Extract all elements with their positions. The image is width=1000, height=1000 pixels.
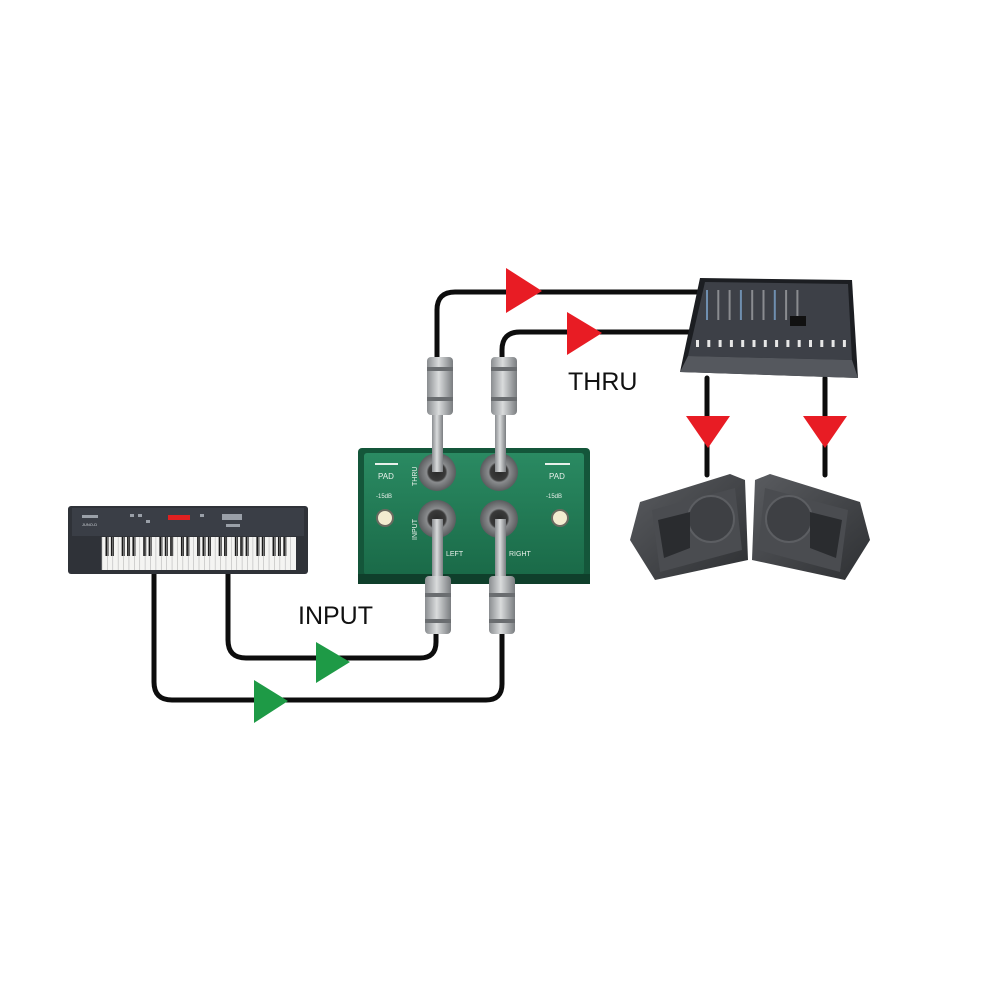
input-label: INPUT <box>298 602 373 630</box>
black-key <box>240 537 244 556</box>
fader <box>763 340 767 347</box>
right-pad-value: -15dB <box>546 494 562 500</box>
plug-thru-left <box>427 357 453 415</box>
black-key <box>180 537 184 556</box>
channel-strip <box>785 290 788 320</box>
black-keys <box>105 537 287 556</box>
mixer-channels <box>696 290 846 347</box>
speaker-right <box>752 474 870 580</box>
black-key <box>170 537 174 556</box>
fader <box>729 340 733 347</box>
connectors <box>425 357 517 634</box>
channel-strip <box>796 290 799 320</box>
black-key <box>110 537 114 556</box>
keyboard-model: JUNO-D <box>82 522 97 527</box>
black-key <box>277 537 281 556</box>
left-bottom-label: LEFT <box>446 551 464 558</box>
fader <box>718 340 722 347</box>
black-key <box>283 537 287 556</box>
black-key <box>202 537 206 556</box>
black-key <box>224 537 228 556</box>
black-key <box>186 537 190 556</box>
input-arrow-icon <box>316 642 350 683</box>
plug-input-right <box>489 576 515 634</box>
thru-label: THRU <box>568 368 637 396</box>
fader <box>842 340 846 347</box>
fader <box>797 340 801 347</box>
black-key <box>218 537 222 556</box>
speaker-arrow-icon <box>686 416 730 448</box>
channel-strip <box>762 290 765 320</box>
black-key <box>272 537 276 556</box>
fader <box>707 340 711 347</box>
right-pad-button[interactable] <box>551 509 569 527</box>
black-key <box>132 537 136 556</box>
plug-input-left <box>425 576 451 634</box>
left-pad-label: PAD <box>378 472 394 481</box>
channel-strip <box>706 290 708 320</box>
black-key <box>105 537 109 556</box>
keyboard-synth: JUNO-D <box>68 506 308 574</box>
fader <box>786 340 790 347</box>
input-side-label: INPUT <box>412 518 419 540</box>
black-key <box>121 537 125 556</box>
speaker-arrow-icon <box>803 416 847 448</box>
arrows <box>254 268 847 723</box>
cable-input-2 <box>151 569 505 703</box>
channel-strip <box>717 290 720 320</box>
black-key <box>127 537 131 556</box>
fader <box>809 340 812 347</box>
fader <box>775 340 779 347</box>
mixer <box>680 278 858 378</box>
fader <box>831 340 835 347</box>
speaker-left <box>630 474 748 580</box>
left-pad-value: -15dB <box>376 494 392 500</box>
fader <box>741 340 745 347</box>
output-arrow-icon <box>506 268 542 313</box>
channel-strip <box>751 290 754 320</box>
channel-strip <box>739 290 742 320</box>
black-key <box>164 537 168 556</box>
black-key <box>207 537 211 556</box>
fader <box>752 340 756 347</box>
channel-strip <box>773 290 776 320</box>
cable-thru-2 <box>499 329 698 363</box>
right-pad-label: PAD <box>549 472 565 481</box>
fader <box>696 340 699 347</box>
black-key <box>234 537 238 556</box>
channel-strip <box>728 290 731 320</box>
right-bottom-label: RIGHT <box>509 551 532 558</box>
input-arrow-icon <box>254 680 288 723</box>
black-key <box>197 537 201 556</box>
thru-side-label: THRU <box>412 467 419 486</box>
black-key <box>143 537 147 556</box>
di-box: PAD -15dB PAD -15dB THRU INPUT <box>358 448 590 584</box>
plug-thru-right <box>491 357 517 415</box>
keyboard-display <box>168 515 190 520</box>
black-key <box>148 537 152 556</box>
cable-thru-1 <box>434 289 703 363</box>
black-key <box>245 537 249 556</box>
black-key <box>261 537 265 556</box>
black-key <box>256 537 260 556</box>
black-key <box>159 537 163 556</box>
left-pad-button[interactable] <box>376 509 394 527</box>
fader <box>820 340 824 347</box>
output-arrow-icon <box>567 312 602 355</box>
